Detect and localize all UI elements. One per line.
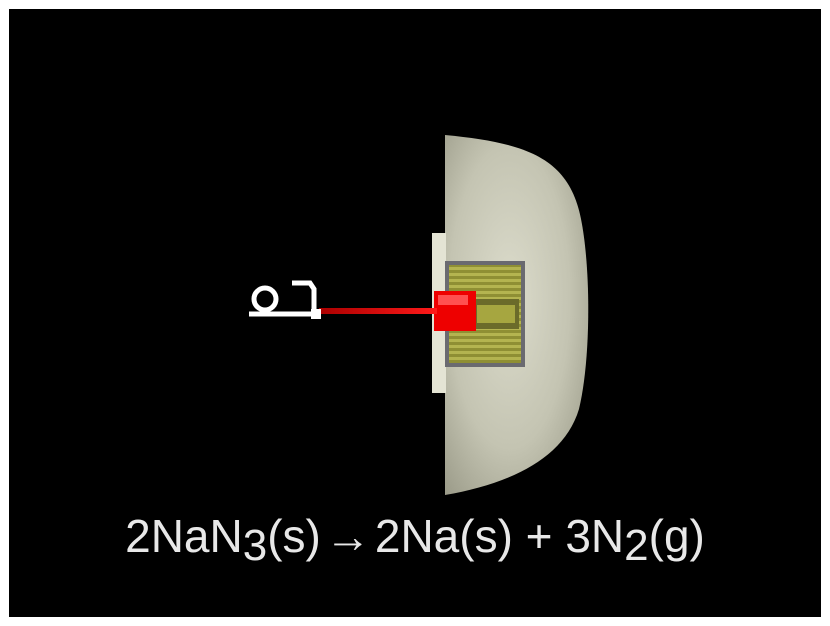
reactant-formula: NaN xyxy=(150,510,243,562)
product2-subscript: 2 xyxy=(624,521,649,570)
core-detail xyxy=(477,305,515,323)
product2-formula: N xyxy=(590,510,625,562)
signal-beam xyxy=(319,308,437,314)
sensor-contact xyxy=(311,309,321,319)
reaction-arrow-icon: → xyxy=(324,510,371,562)
reactant-subscript: 3 xyxy=(242,521,268,570)
reactant-coefficient: 2 xyxy=(125,510,151,562)
reactant-state: (s) xyxy=(267,510,321,562)
product2-state: (g) xyxy=(648,510,705,562)
image-frame: 2NaN3(s)→2Na(s) + 3N2(g) xyxy=(9,9,821,617)
product-sodium: 2Na(s) xyxy=(374,510,513,562)
igniter-highlight xyxy=(438,295,468,305)
airbag-inflator-illustration xyxy=(249,135,589,495)
plus-sign: + xyxy=(525,510,553,562)
product2-coefficient: 3 xyxy=(565,510,591,562)
chemical-equation: 2NaN3(s)→2Na(s) + 3N2(g) xyxy=(9,506,821,568)
crash-sensor-icon xyxy=(249,280,317,317)
